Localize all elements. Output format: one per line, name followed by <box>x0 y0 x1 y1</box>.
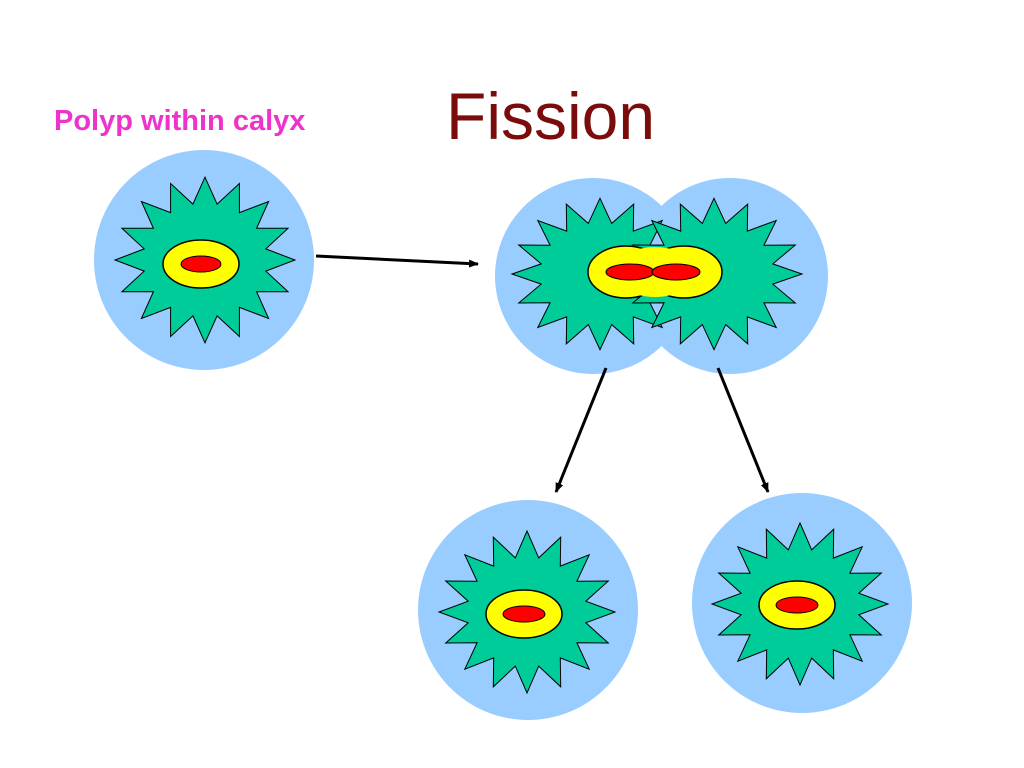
mouth-center <box>651 263 701 281</box>
arrow-right <box>315 254 479 268</box>
parent-polyp <box>94 150 314 370</box>
dividing-polyp <box>495 178 828 374</box>
daughter-polyp-right <box>692 493 912 713</box>
arrow-down-right <box>716 367 770 493</box>
polyp-label: Polyp within calyx <box>54 105 306 137</box>
arrow-down-left <box>554 367 608 493</box>
mouth-center <box>180 255 222 273</box>
mouth-center <box>605 263 655 281</box>
mouth-center <box>775 596 819 614</box>
daughter-polyp-left <box>418 500 638 720</box>
slide-title: Fission <box>446 79 656 153</box>
mouth-center <box>502 605 546 623</box>
